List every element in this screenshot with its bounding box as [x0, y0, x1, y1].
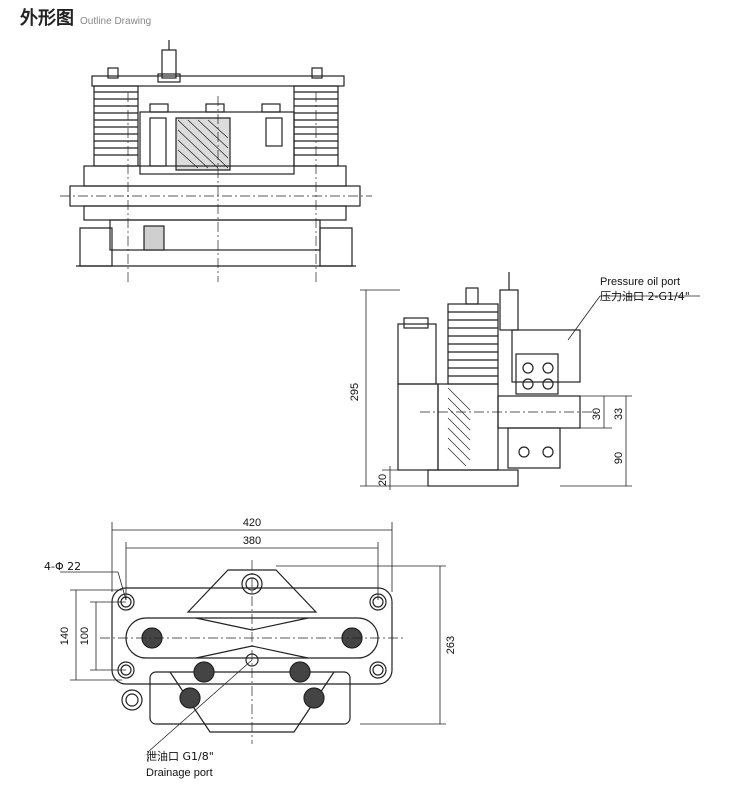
dim-295: 295: [349, 383, 361, 401]
drain-port-label-cn: 泄油口 G1/8": [146, 749, 214, 763]
bottom-dimensions: [60, 522, 446, 762]
pressure-port-label-cn: 压力油口 2-G1/4": [600, 289, 690, 303]
side-base: [427, 469, 519, 487]
pressure-port-label: Pressure oil port: [600, 276, 680, 288]
header: 外形图 Outline Drawing: [20, 4, 151, 30]
dim-holes: 4-Φ 22: [44, 560, 81, 573]
dim-90: 90: [613, 452, 625, 464]
side-view: [397, 272, 596, 487]
front-spring-left: [93, 85, 139, 167]
bottom-view: [100, 560, 404, 744]
dim-30: 30: [591, 408, 603, 420]
front-top-rail: [91, 75, 345, 87]
dim-100: 100: [79, 627, 91, 645]
dim-420: 420: [243, 517, 261, 529]
front-view: [60, 40, 372, 282]
page-title: 外形图: [20, 8, 74, 29]
dim-380: 380: [243, 535, 261, 547]
drain-port-label: Drainage port: [146, 767, 213, 779]
dim-263: 263: [445, 636, 457, 654]
dim-140: 140: [59, 627, 71, 645]
side-dimensions: [360, 289, 700, 490]
front-lower-body: [109, 219, 321, 251]
dim-20: 20: [377, 474, 389, 486]
page-subtitle: Outline Drawing: [80, 16, 152, 27]
dim-33: 33: [613, 408, 625, 420]
